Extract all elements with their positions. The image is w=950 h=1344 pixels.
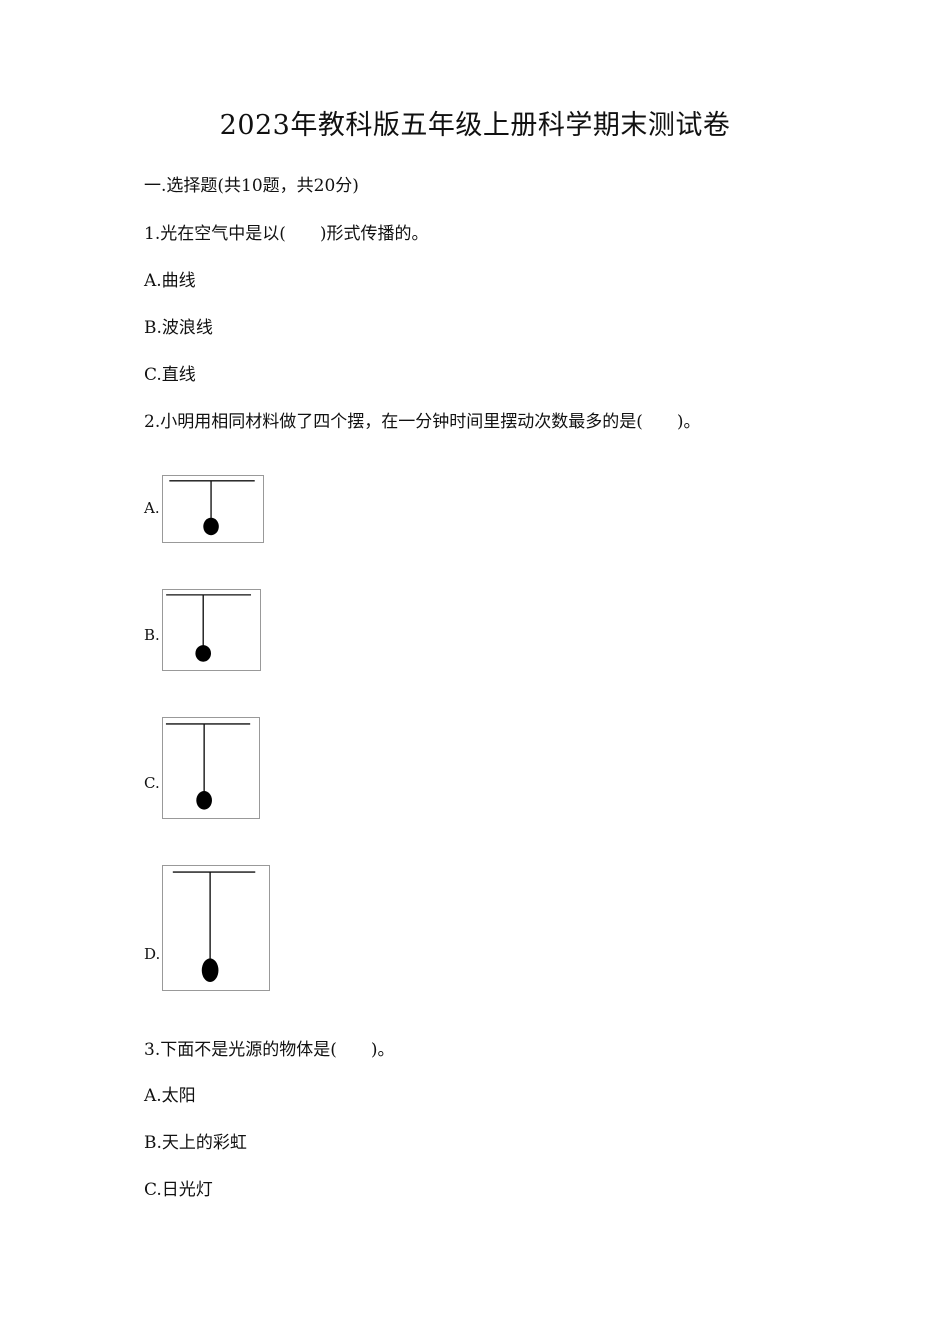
pendulum-d-figure	[162, 865, 270, 991]
pendulum-a-figure	[162, 475, 264, 543]
question-3-stem: 3.下面不是光源的物体是( )。	[144, 1040, 395, 1060]
question-2-stem: 2.小明用相同材料做了四个摆，在一分钟时间里摆动次数最多的是( )。	[144, 412, 701, 432]
section-heading: 一.选择题(共10题，共20分)	[144, 176, 359, 196]
question-2-option-d-label: D.	[144, 945, 161, 963]
question-3-option-c: C.日光灯	[144, 1180, 213, 1200]
question-3-option-a: A.太阳	[144, 1086, 196, 1106]
question-2-option-c-label: C.	[144, 774, 160, 792]
question-1-option-b: B.波浪线	[144, 318, 213, 338]
pendulum-long-icon	[172, 871, 256, 982]
question-1-option-c: C.直线	[144, 365, 196, 385]
question-2-option-a-label: A.	[144, 499, 160, 517]
exam-title: 2023年教科版五年级上册科学期末测试卷	[219, 110, 731, 141]
pendulum-medium-long-icon	[165, 723, 251, 810]
question-3-option-b: B.天上的彩虹	[144, 1133, 247, 1153]
pendulum-medium-short-icon	[166, 594, 252, 662]
pendulum-c-figure	[162, 717, 260, 819]
pendulum-short-icon	[169, 480, 255, 536]
question-1-option-a: A.曲线	[144, 271, 196, 291]
question-1-stem: 1.光在空气中是以( )形式传播的。	[144, 224, 429, 244]
pendulum-b-figure	[162, 589, 261, 671]
question-2-option-b-label: B.	[144, 626, 160, 644]
